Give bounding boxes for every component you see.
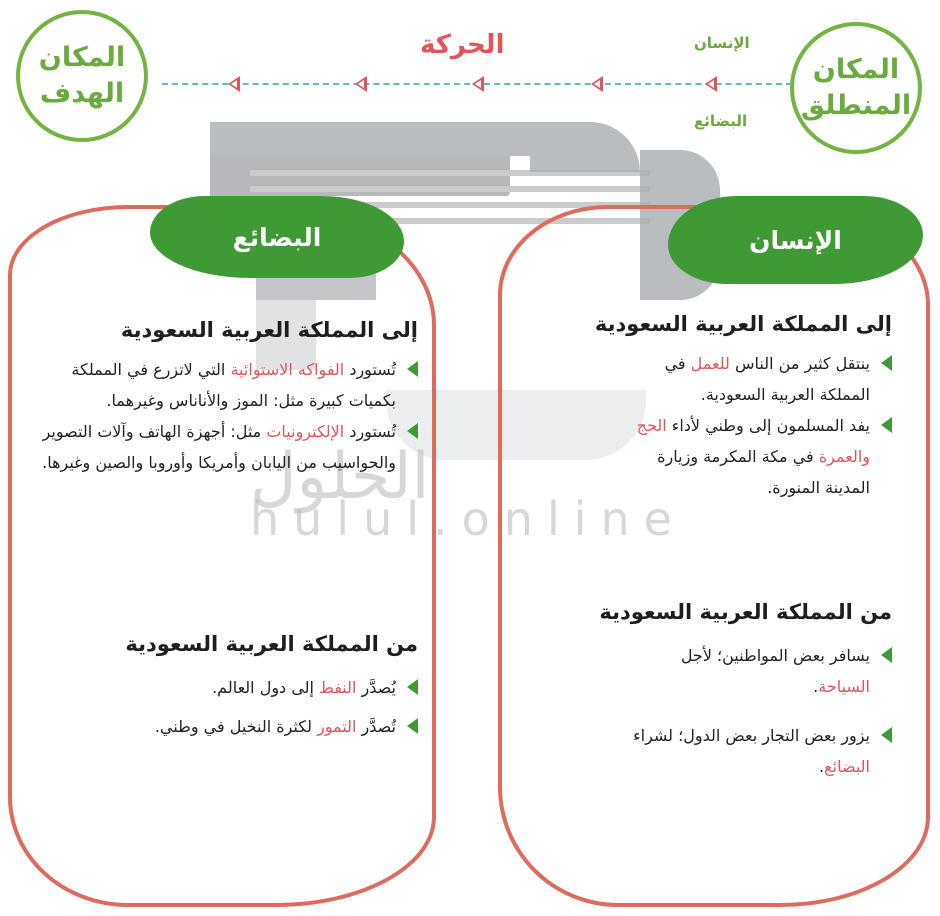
goods-to-title: إلى المملكة العربية السعودية: [120, 318, 418, 342]
goods-to-item: تُستورد الإلكترونيات مثل: أجهزة الهاتف و…: [40, 416, 418, 478]
bullet-triangle-icon: [881, 647, 892, 663]
start-place-line1: المكان: [812, 54, 900, 85]
arrow-left-icon: [472, 76, 484, 92]
goods-flow-label: البضائع: [694, 112, 748, 130]
goods-from-title: من المملكة العربية السعودية: [125, 632, 418, 656]
human-from-title: من المملكة العربية السعودية: [599, 600, 892, 624]
bullet-triangle-icon: [881, 417, 892, 433]
human-from-section: من المملكة العربية السعودية يسافر بعض ال…: [530, 600, 892, 782]
bullet-triangle-icon: [407, 679, 418, 695]
human-panel-outline: [498, 205, 930, 907]
goods-panel-outline: [8, 205, 436, 907]
goods-header-leaf: البضائع: [150, 196, 404, 278]
human-from-item: يزور بعض التجار بعض الدول؛ لشراء البضائع…: [620, 720, 892, 782]
human-header-text: الإنسان: [749, 225, 842, 255]
movement-label: الحركة: [420, 30, 505, 60]
target-place-circle: المكان الهدف: [16, 10, 148, 142]
goods-from-section: من المملكة العربية السعودية يُصدَّر النف…: [40, 632, 418, 742]
bullet-triangle-icon: [407, 361, 418, 377]
human-to-title: إلى المملكة العربية السعودية: [594, 312, 892, 336]
human-to-item: يفد المسلمون إلى وطني لأداء الحج والعمرة…: [620, 410, 892, 503]
goods-from-item: تُصدَّر التمور لكثرة النخيل في وطني.: [40, 711, 418, 742]
human-flow-label: الإنسان: [694, 34, 750, 52]
bullet-triangle-icon: [407, 423, 418, 439]
arrow-left-icon: [591, 76, 603, 92]
start-place-line2: المنطلق: [800, 90, 912, 121]
target-place-line2: الهدف: [39, 78, 125, 109]
goods-header-text: البضائع: [232, 222, 322, 252]
goods-to-item: تُستورد الفواكه الاستوائية التي لاتزرع ف…: [40, 354, 418, 416]
arrow-left-icon: [355, 76, 367, 92]
human-to-section: إلى المملكة العربية السعودية ينتقل كثير …: [530, 312, 892, 503]
goods-to-section: إلى المملكة العربية السعودية تُستورد الف…: [40, 318, 418, 478]
watermark-arabic-text: الحلول: [250, 440, 430, 514]
bullet-triangle-icon: [407, 718, 418, 734]
bullet-triangle-icon: [881, 355, 892, 371]
human-to-item: ينتقل كثير من الناس للعمل في المملكة الع…: [620, 348, 892, 410]
arrow-left-icon: [228, 76, 240, 92]
bullet-triangle-icon: [881, 727, 892, 743]
goods-from-item: يُصدَّر النفط إلى دول العالم.: [40, 672, 418, 703]
watermark-latin-text: hulul.online: [250, 492, 686, 546]
human-header-leaf: الإنسان: [668, 196, 923, 284]
target-place-line1: المكان: [38, 42, 126, 73]
start-place-circle: المكان المنطلق: [790, 22, 922, 154]
arrow-left-icon: [705, 76, 717, 92]
human-from-item: يسافر بعض المواطنين؛ لأجل السياحة.: [620, 640, 892, 702]
